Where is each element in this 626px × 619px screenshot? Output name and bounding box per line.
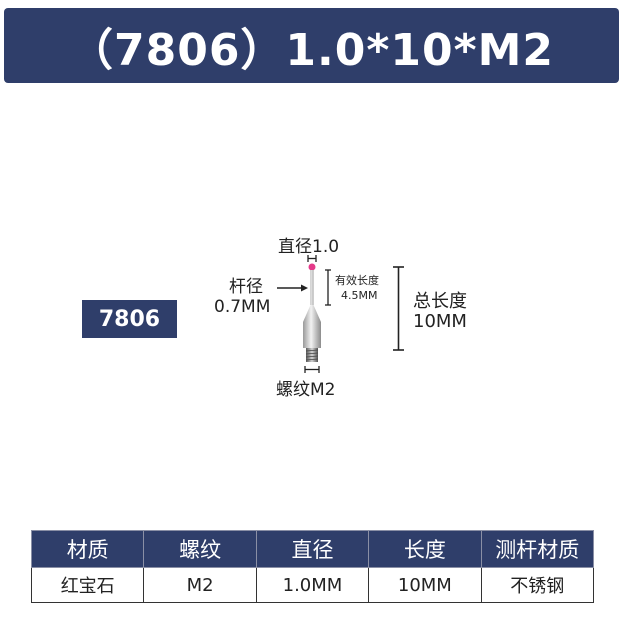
spec-cell-diameter: 1.0MM <box>255 567 370 603</box>
effective-length-value: 4.5MM <box>341 289 378 302</box>
ruby-ball <box>308 263 316 271</box>
shank-value: 0.7MM <box>214 297 271 317</box>
stylus-body <box>303 322 321 348</box>
spec-cell-material: 红宝石 <box>30 567 145 603</box>
title-banner: （7806）1.0*10*M2 <box>4 8 619 83</box>
shank-label: 杆径 <box>229 277 263 297</box>
spec-cell-thread: M2 <box>143 567 257 603</box>
spec-table: 材质 螺纹 直径 长度 测杆材质 红宝石 M2 1.0MM 10MM 不锈钢 <box>30 530 595 603</box>
diameter-label: 直径1.0 <box>278 237 340 257</box>
shank-arrow <box>277 284 308 292</box>
spec-cell-stem-material: 不锈钢 <box>480 567 595 603</box>
effective-length-bracket <box>325 269 331 306</box>
stylus-thread <box>305 348 319 362</box>
table-row: 红宝石 M2 1.0MM 10MM 不锈钢 <box>30 567 595 603</box>
model-badge: 7806 <box>82 300 177 338</box>
spec-header-length: 长度 <box>368 530 482 568</box>
stylus-shank <box>310 270 314 306</box>
spec-header-material: 材质 <box>30 530 145 568</box>
thread-marker <box>304 366 320 373</box>
spec-cell-length: 10MM <box>368 567 482 603</box>
spec-header-diameter: 直径 <box>255 530 370 568</box>
total-length-bracket <box>393 266 404 351</box>
spec-header-row: 材质 螺纹 直径 长度 测杆材质 <box>30 530 595 568</box>
effective-length-label: 有效长度 <box>335 274 379 287</box>
total-length-label: 总长度 <box>413 291 467 312</box>
spec-header-stem-material: 测杆材质 <box>480 530 595 568</box>
stylus-taper <box>303 305 321 322</box>
spec-header-thread: 螺纹 <box>143 530 257 568</box>
product-title: （7806）1.0*10*M2 <box>68 24 555 76</box>
diameter-marker <box>307 255 317 262</box>
total-length-value: 10MM <box>413 311 467 332</box>
thread-label: 螺纹M2 <box>276 380 336 400</box>
